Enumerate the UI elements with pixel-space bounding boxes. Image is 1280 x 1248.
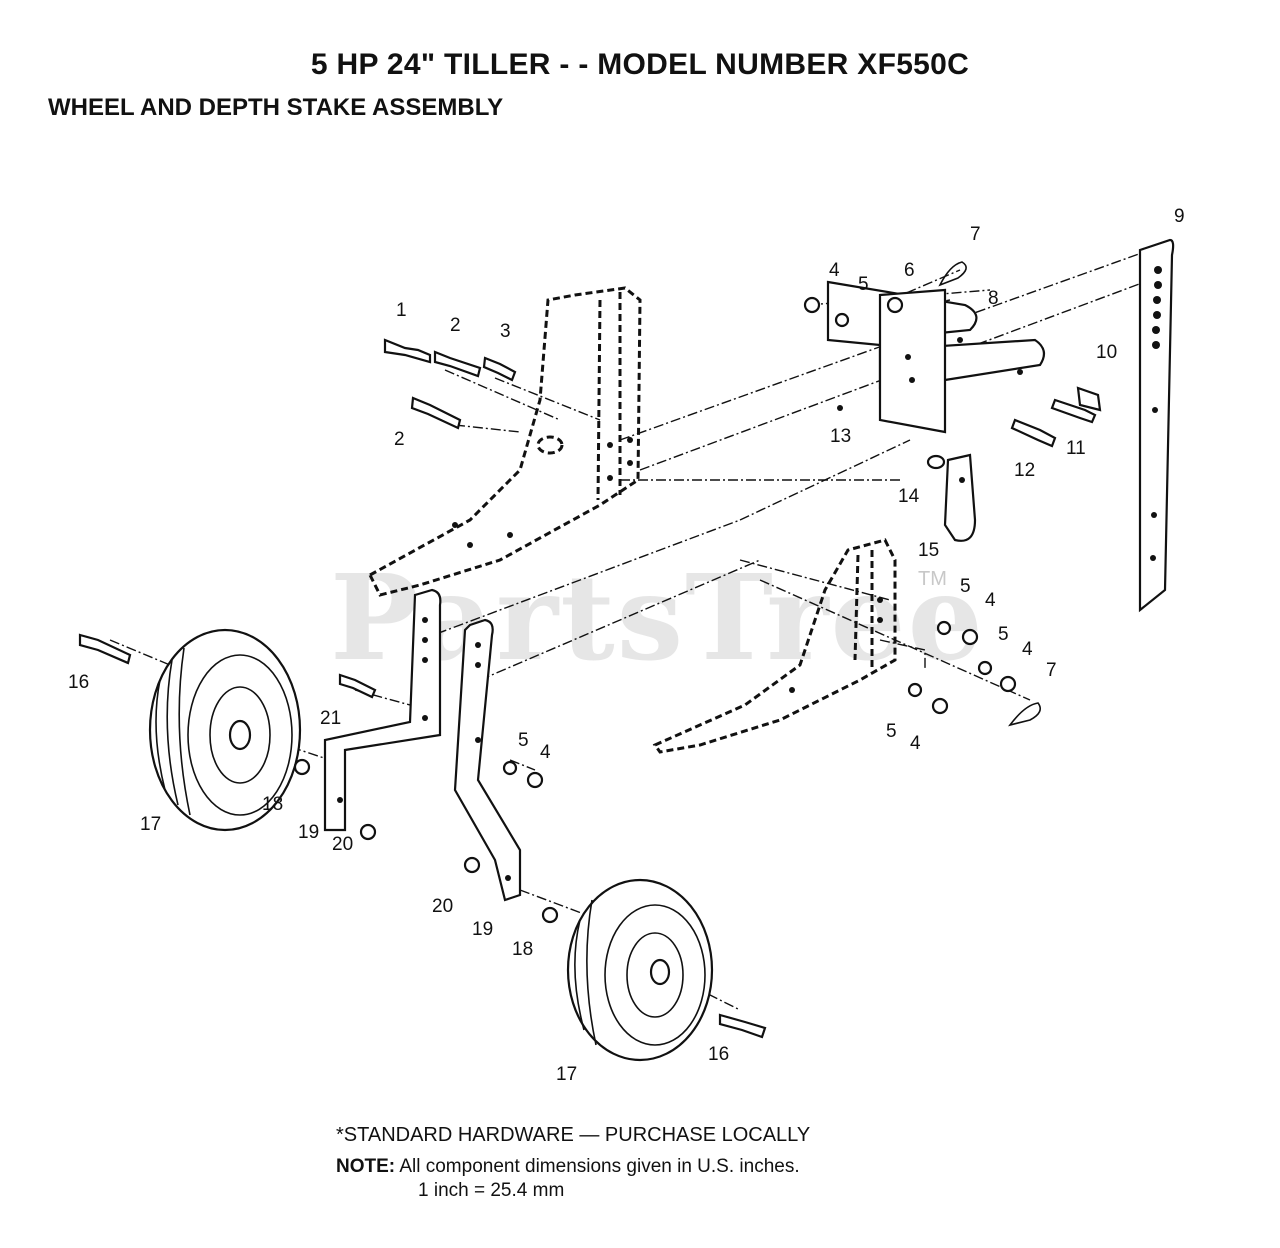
page-title: 5 HP 24" TILLER - - MODEL NUMBER XF550C — [310, 48, 970, 81]
callout-8: 8 — [988, 288, 999, 309]
wheel-right — [566, 878, 714, 1062]
callout-17: 17 — [140, 814, 161, 835]
callout-4: 4 — [985, 590, 996, 611]
trademark-mark: TM — [918, 568, 947, 590]
callout-18: 18 — [262, 794, 283, 815]
callout-18: 18 — [512, 939, 533, 960]
wheel-bracket-right — [453, 618, 522, 902]
callout-14: 14 — [898, 486, 920, 507]
callout-15: 15 — [918, 540, 939, 561]
callout-6: 6 — [904, 260, 915, 281]
callout-10: 10 — [1096, 342, 1117, 363]
depth-stake — [1138, 238, 1175, 613]
callout-5: 5 — [858, 274, 869, 295]
callout-4: 4 — [1022, 639, 1033, 660]
note-text: All component dimensions given in U.S. i… — [399, 1156, 800, 1177]
callout-16: 16 — [708, 1044, 729, 1065]
callout-2: 2 — [394, 429, 405, 450]
stake-brackets — [826, 280, 1046, 434]
callout-4: 4 — [910, 733, 921, 754]
callout-5: 5 — [886, 721, 897, 742]
callout-12: 12 — [1014, 460, 1035, 481]
right-bracket — [652, 538, 897, 754]
callout-21: 21 — [320, 708, 341, 729]
dimensions-note: NOTE: All component dimensions given in … — [336, 1156, 800, 1178]
callout-20: 20 — [332, 834, 353, 855]
callout-5: 5 — [518, 730, 529, 751]
callout-1: 1 — [396, 300, 407, 321]
stake-lock — [926, 453, 977, 542]
hardware — [78, 261, 1102, 1039]
callout-5: 5 — [998, 624, 1009, 645]
callout-3: 3 — [500, 321, 511, 342]
callout-7: 7 — [970, 224, 981, 245]
callout-11: 11 — [1066, 438, 1086, 459]
callout-4: 4 — [829, 260, 840, 281]
callout-labels: 1 2 2 3 4 5 6 7 8 9 10 11 12 13 14 15 5 … — [68, 206, 1185, 1085]
callout-9: 9 — [1174, 206, 1185, 227]
wheel-bracket-left — [323, 588, 442, 832]
callout-7: 7 — [1046, 660, 1057, 681]
callout-17: 17 — [556, 1064, 577, 1085]
left-bracket — [368, 286, 642, 597]
callout-13: 13 — [830, 426, 851, 447]
standard-hardware-note: *STANDARD HARDWARE — PURCHASE LOCALLY — [336, 1124, 811, 1146]
note-label: NOTE: — [336, 1156, 396, 1177]
callout-20: 20 — [432, 896, 453, 917]
unit-conversion: 1 inch = 25.4 mm — [418, 1180, 565, 1201]
callout-19: 19 — [298, 822, 319, 843]
callout-4: 4 — [540, 742, 551, 763]
assembly-subtitle: WHEEL AND DEPTH STAKE ASSEMBLY — [48, 94, 504, 121]
callout-16: 16 — [68, 672, 89, 693]
callout-2: 2 — [450, 315, 461, 336]
callout-5: 5 — [960, 576, 971, 597]
callout-19: 19 — [472, 919, 493, 940]
wheel-left — [148, 628, 302, 832]
